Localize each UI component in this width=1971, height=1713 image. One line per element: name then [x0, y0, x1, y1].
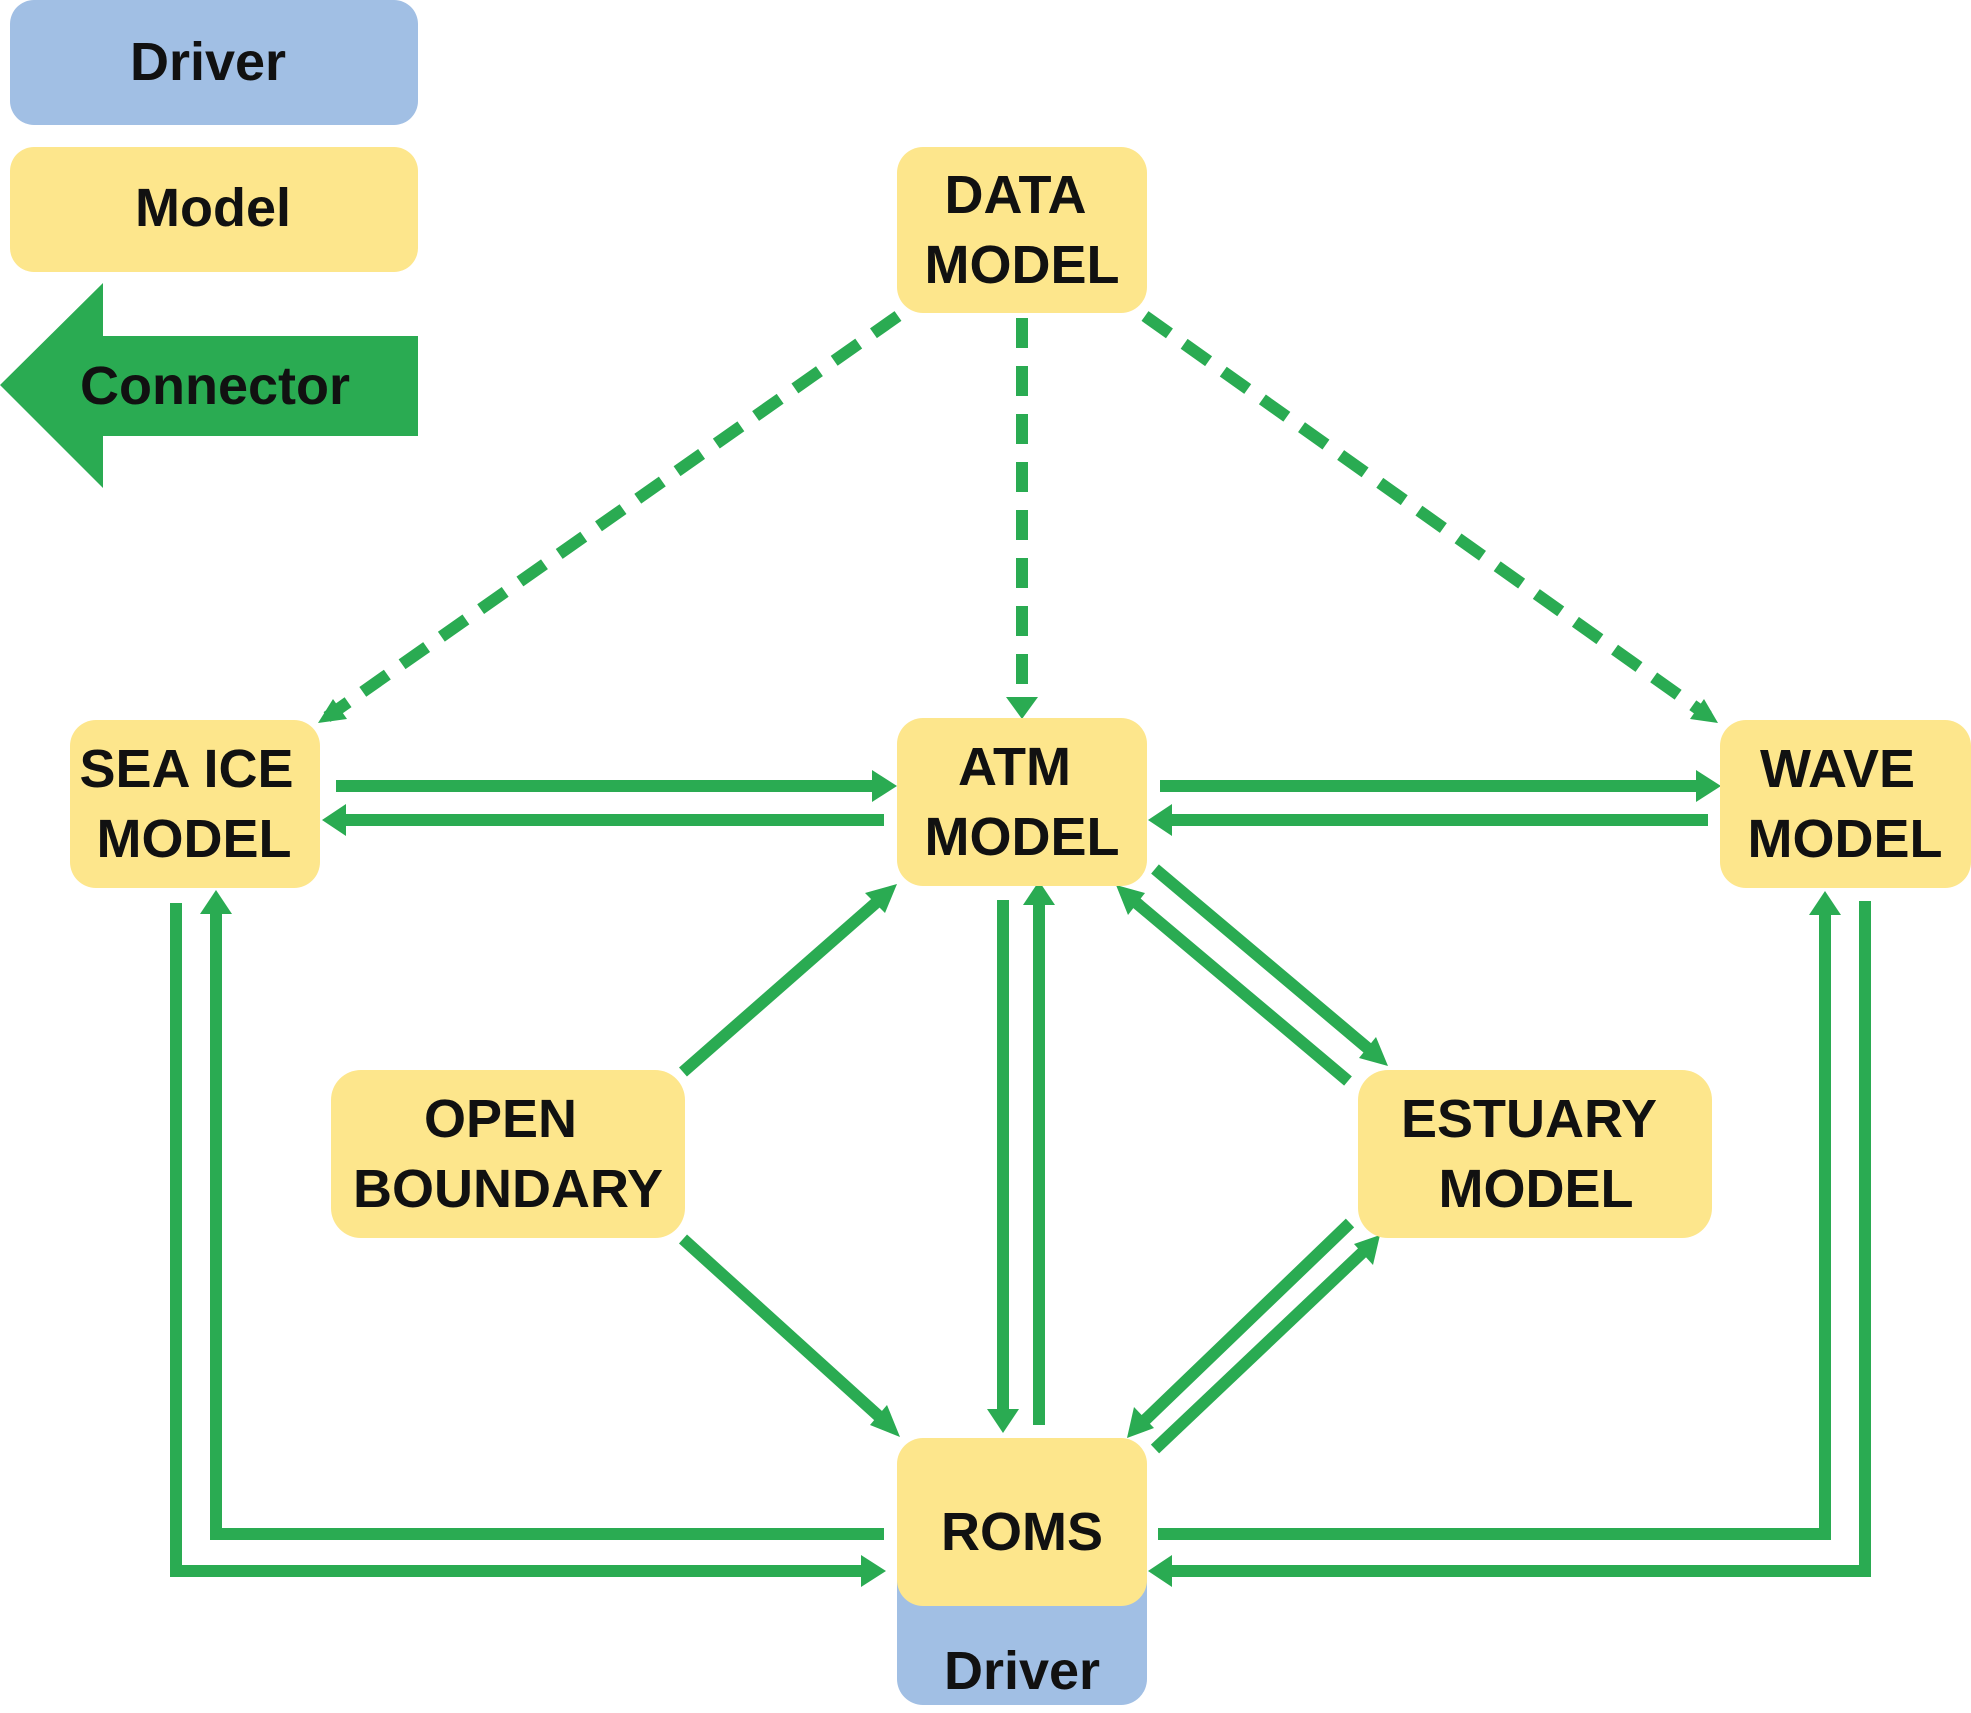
connector-atm-to-estuary — [1151, 864, 1375, 1056]
sea-ice-model-line-1: SEA ICE — [79, 739, 293, 799]
connector-estuary-to-atm — [1129, 895, 1352, 1086]
arrowhead-wave-to-atm — [1148, 804, 1172, 836]
svg-text:ESTUARY MODEL: ESTUARY MODEL — [1401, 1089, 1671, 1219]
svg-text:OPEN BOUNDARY: OPEN BOUNDARY — [353, 1089, 663, 1219]
svg-text:ATM MODEL: ATM MODEL — [925, 737, 1120, 867]
connector-roms-to-estuary — [1150, 1245, 1370, 1454]
arrowheads — [200, 697, 1841, 1587]
connector-roms-to-seaice — [210, 910, 884, 1540]
legend-driver-swatch — [10, 0, 418, 125]
atm-model-line-2: MODEL — [925, 807, 1120, 867]
arrowhead-openboundary-to-roms — [870, 1405, 900, 1437]
arrowhead-estuary-to-roms — [1127, 1407, 1154, 1438]
arrowhead-seaice-to-roms — [861, 1555, 886, 1587]
connectors — [170, 311, 1871, 1577]
wave-model-line-2: MODEL — [1748, 809, 1943, 869]
legend-model-swatch — [10, 147, 418, 272]
open-boundary-line-2: BOUNDARY — [353, 1159, 663, 1219]
arrowhead-wave-to-roms — [1148, 1555, 1172, 1587]
legend-driver-label: Driver — [130, 32, 286, 92]
arrowhead-estuary-to-atm — [1116, 885, 1145, 915]
atm-model-line-1: ATM — [958, 737, 1071, 797]
svg-text:DATA MODEL: DATA MODEL — [925, 165, 1120, 295]
arrowhead-data-to-wave — [1690, 699, 1718, 723]
arrowhead-roms-to-estuary — [1354, 1235, 1380, 1265]
node-estuary-model: ESTUARY MODEL — [1358, 1070, 1712, 1238]
svg-text:ROMS: ROMS — [941, 1502, 1103, 1562]
node-wave-model: WAVE MODEL — [1720, 720, 1971, 888]
data-model-line-1: DATA — [945, 165, 1086, 225]
arrowhead-data-to-atm — [1006, 697, 1038, 719]
estuary-model-line-1: ESTUARY — [1401, 1089, 1657, 1149]
arrowhead-openboundary-to-atm — [865, 884, 897, 913]
node-open-boundary: OPEN BOUNDARY — [331, 1070, 685, 1238]
legend-model-label: Model — [135, 178, 291, 238]
node-data-model: DATA MODEL — [897, 147, 1147, 313]
connector-roms-to-wave — [1158, 911, 1831, 1540]
connector-data-to-wave — [1141, 311, 1712, 721]
sea-ice-model-line-2: MODEL — [97, 809, 292, 869]
roms-model-box — [897, 1438, 1147, 1606]
arrowhead-atm-to-roms — [987, 1409, 1019, 1433]
node-roms: Driver ROMS — [897, 1438, 1147, 1705]
connector-openboundary-to-roms — [678, 1234, 888, 1425]
arrowhead-atm-to-seaice — [322, 804, 346, 836]
roms-label: ROMS — [941, 1502, 1103, 1562]
node-atm-model: ATM MODEL — [897, 718, 1147, 886]
svg-text:WAVE MODEL: WAVE MODEL — [1748, 739, 1943, 869]
connector-estuary-to-roms — [1137, 1218, 1355, 1428]
open-boundary-line-1: OPEN — [424, 1089, 577, 1149]
node-sea-ice-model: SEA ICE MODEL — [70, 720, 320, 888]
arrowhead-roms-to-wave — [1809, 891, 1841, 915]
arrowhead-roms-to-atm — [1023, 881, 1055, 905]
arrowhead-roms-to-seaice — [200, 890, 232, 914]
connector-wave-to-roms — [1168, 901, 1871, 1577]
arrowhead-atm-to-wave — [1696, 770, 1721, 802]
arrowhead-seaice-to-atm — [872, 770, 897, 802]
arrowhead-data-to-seaice — [318, 699, 347, 723]
arrowhead-atm-to-estuary — [1359, 1037, 1388, 1066]
data-model-line-2: MODEL — [925, 235, 1120, 295]
svg-text:SEA ICE MODEL: SEA ICE MODEL — [79, 739, 308, 869]
wave-model-line-1: WAVE — [1760, 739, 1915, 799]
estuary-model-line-2: MODEL — [1439, 1159, 1634, 1219]
connector-seaice-to-roms — [170, 903, 865, 1577]
connector-data-to-seaice — [323, 311, 902, 722]
connector-openboundary-to-atm — [679, 896, 882, 1077]
legend-connector-arrow — [0, 283, 418, 488]
roms-driver-label: Driver — [944, 1641, 1100, 1701]
legend-connector-label: Connector — [80, 356, 350, 416]
legend: Driver Model Connector — [0, 0, 418, 488]
